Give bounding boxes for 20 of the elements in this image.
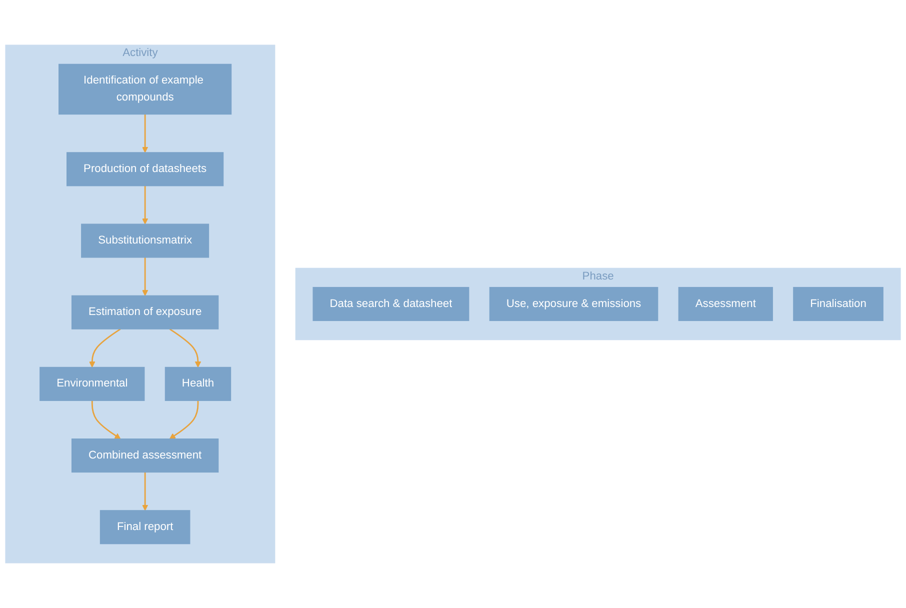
arrow: [142, 257, 148, 296]
node-box: Final report: [100, 510, 190, 544]
arrow: [91, 400, 121, 440]
arrow: [142, 472, 148, 511]
arrow: [142, 186, 148, 224]
node-box: Production of datasheets: [66, 152, 224, 186]
node-box: Identification of example compounds: [58, 64, 232, 115]
node-box: Estimation of exposure: [71, 295, 219, 330]
arrow: [169, 328, 202, 368]
node-box: Data search & datasheet: [312, 286, 470, 322]
node-box: Finalisation: [793, 286, 884, 322]
node-box: Assessment: [678, 286, 773, 322]
arrow: [169, 400, 199, 440]
node-box: Use, exposure & emissions: [489, 286, 658, 322]
node-box: Substitutionsmatrix: [81, 224, 210, 258]
node-box: Environmental: [40, 366, 145, 401]
node-box: Combined assessment: [71, 438, 219, 473]
node-box: Health: [164, 366, 232, 401]
arrow: [142, 114, 148, 153]
arrow: [89, 328, 121, 368]
